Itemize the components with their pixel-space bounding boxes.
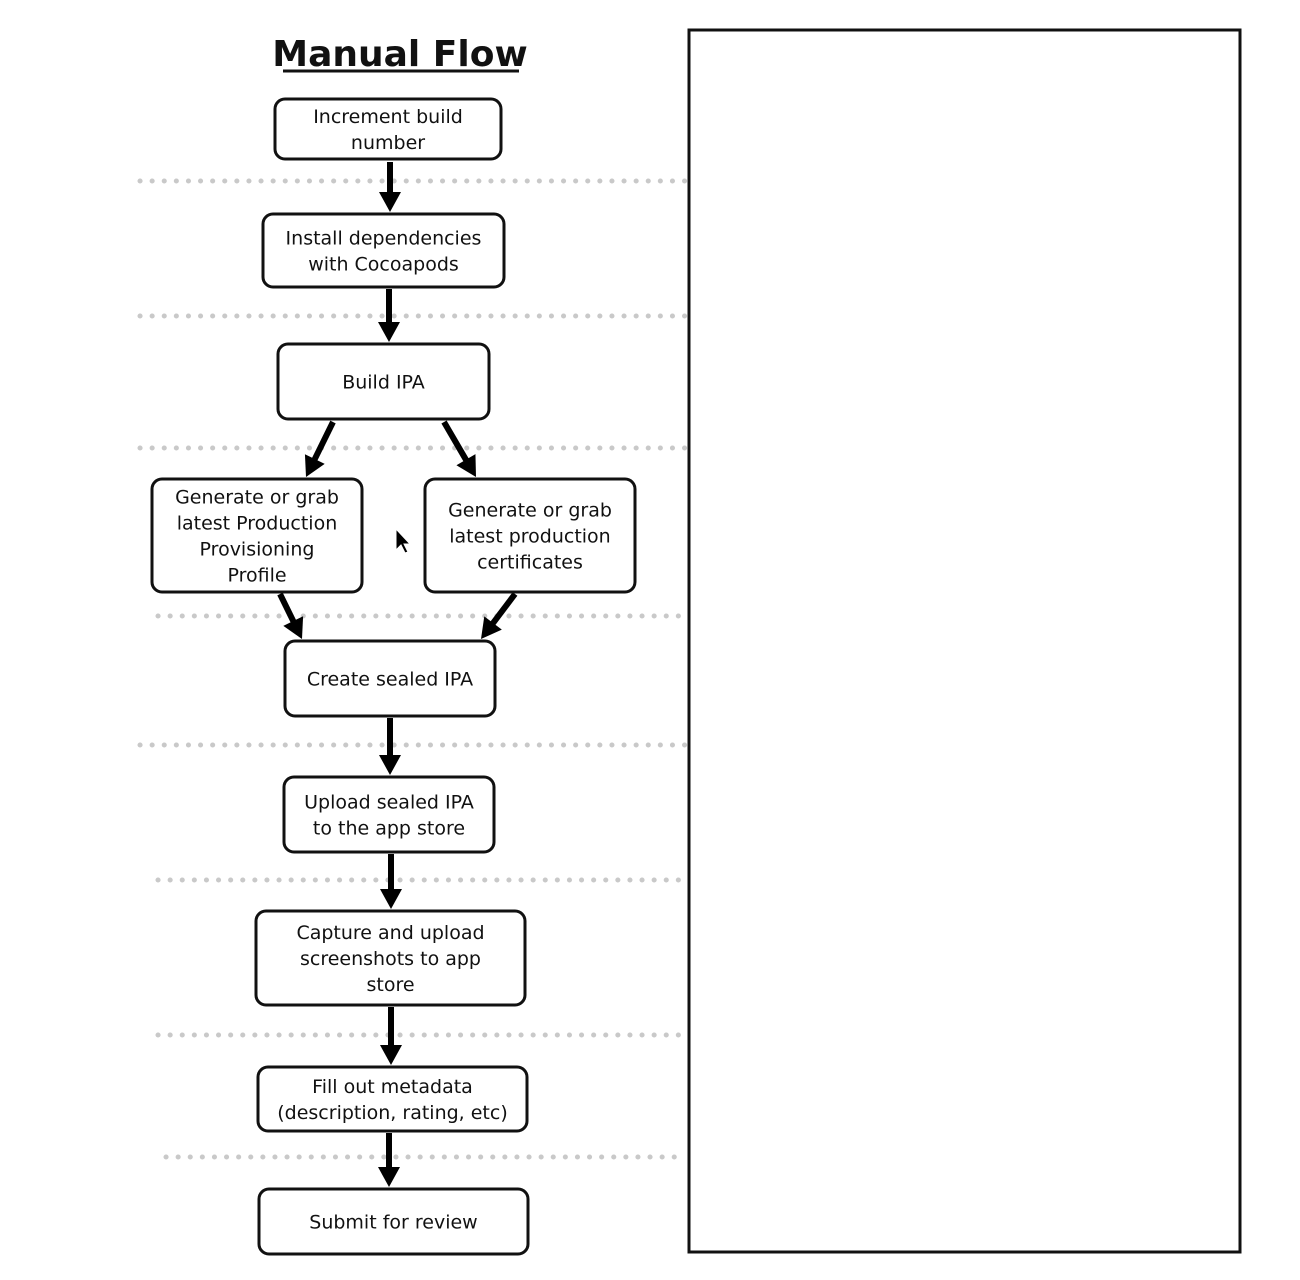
arrow-certs-to-sealed (481, 592, 518, 639)
step-box (273, 97, 503, 161)
step-label: number (351, 132, 425, 154)
step-label: Profile (227, 565, 286, 587)
arrow-head-icon (379, 192, 401, 212)
step-sealed: Create sealed IPA (283, 639, 497, 718)
step-label: Generate or grab (448, 500, 612, 522)
arrow-increment-to-install (379, 162, 401, 212)
step-box (257, 1187, 530, 1256)
step-label: Fill out metadata (312, 1076, 473, 1098)
step-label: Install dependencies (286, 228, 482, 250)
step-label: latest Production (177, 513, 338, 535)
arrow-upload-to-screenshots (380, 854, 402, 909)
step-label: store (366, 974, 414, 996)
step-box (150, 477, 364, 594)
step-label: Generate or grab (175, 487, 339, 509)
diagram-title: Manual Flow (272, 34, 527, 75)
arrow-build-to-certs (441, 420, 476, 477)
step-increment: Increment build number (273, 97, 503, 161)
step-label: Upload sealed IPA (304, 792, 474, 814)
step-install: Install dependencies with Cocoapods (261, 212, 506, 289)
arrow-sealed-to-upload (379, 718, 401, 775)
step-profile: Generate or grab latest ProductionProvisi… (150, 477, 364, 594)
arrow-head-icon (378, 322, 400, 342)
arrow-install-to-build (378, 289, 400, 342)
arrow-head-icon (304, 454, 325, 477)
arrow-shaft (277, 592, 297, 625)
arrow-metadata-to-submit (378, 1133, 400, 1187)
arrow-profile-to-sealed (277, 592, 304, 639)
step-box (276, 342, 491, 421)
step-label: Capture and upload (296, 922, 484, 944)
arrow-head-icon (283, 616, 304, 639)
step-submit: Submit for review (257, 1187, 530, 1256)
step-screenshots: Capture and upload screenshots to app stor… (254, 909, 527, 1007)
step-box (282, 775, 496, 854)
step-label: Increment build (313, 106, 463, 128)
step-separators (137, 178, 688, 1160)
arrow-shaft (489, 592, 518, 627)
step-box (423, 477, 637, 594)
arrow-shaft (311, 420, 336, 463)
step-label: Create sealed IPA (307, 669, 473, 691)
step-upload: Upload sealed IPA to the app store (282, 775, 496, 854)
step-certs: Generate or grab latest production certifi… (423, 477, 637, 594)
mouse-cursor-icon (395, 527, 412, 554)
step-metadata: Fill out metadata (description, rating, e… (256, 1065, 529, 1133)
arrow-head-icon (380, 1045, 402, 1065)
arrow-head-icon (378, 1167, 400, 1187)
step-label: certificates (477, 552, 583, 574)
flow-arrows (277, 162, 518, 1187)
arrow-head-icon (481, 616, 502, 639)
step-label: (description, rating, etc) (277, 1102, 508, 1124)
step-label: screenshots to app (300, 948, 481, 970)
arrow-shaft (441, 420, 470, 463)
blank-panel (687, 28, 1242, 1254)
step-label: Provisioning (200, 539, 315, 561)
step-box (261, 212, 506, 289)
step-label: to the app store (313, 818, 465, 840)
step-label: with Cocoapods (308, 254, 459, 276)
arrow-screenshots-to-metadata (380, 1007, 402, 1065)
arrow-head-icon (380, 889, 402, 909)
step-label: Submit for review (309, 1212, 477, 1234)
step-build: Build IPA (276, 342, 491, 421)
arrow-head-icon (456, 454, 476, 477)
step-box (256, 1065, 529, 1133)
arrow-head-icon (379, 755, 401, 775)
step-label: Build IPA (342, 372, 425, 394)
arrow-build-to-profile (304, 420, 336, 477)
step-box (283, 639, 497, 718)
step-label: latest production (449, 526, 610, 548)
step-box (254, 909, 527, 1007)
